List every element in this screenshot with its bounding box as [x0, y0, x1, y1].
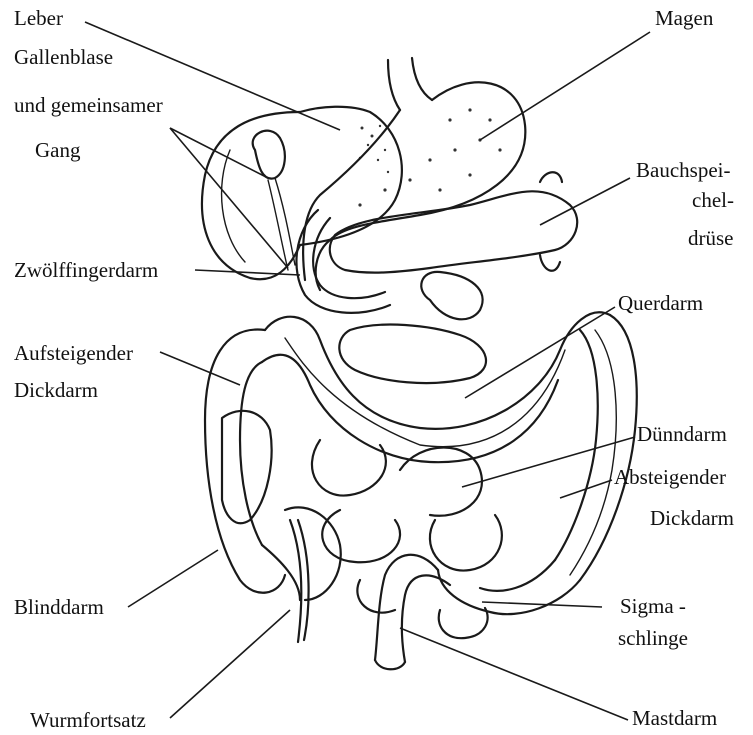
leader-mastdarm — [400, 628, 628, 720]
label-absteigender-dickdarm: Dickdarm — [650, 508, 734, 529]
leader-duenndarm — [462, 437, 635, 487]
label-schlinge: schlinge — [618, 628, 688, 649]
label-gang-line2: Gang — [35, 140, 81, 161]
leader-gang-1 — [170, 128, 268, 178]
label-bauchspeichel-2: chel- — [692, 190, 734, 211]
label-querdarm: Querdarm — [618, 293, 703, 314]
liver-drawing — [202, 107, 402, 280]
pancreas-drawing — [330, 172, 577, 272]
sigmoid-rectum-drawing — [375, 555, 580, 669]
leader-blinddarm — [128, 550, 218, 607]
leader-zwoelffingerdarm — [195, 270, 300, 275]
label-bauchspeichel-1: Bauchspei- — [636, 160, 730, 181]
label-gang-line1: und gemeinsamer — [14, 95, 163, 116]
leader-bauchspeicheldruese — [540, 178, 630, 225]
label-magen: Magen — [655, 8, 713, 29]
label-aufsteigender: Aufsteigender — [14, 343, 133, 364]
label-duenndarm: Dünndarm — [637, 424, 727, 445]
leader-magen — [480, 32, 650, 140]
label-gallenblase: Gallenblase — [14, 47, 113, 68]
leader-gang-2 — [170, 128, 288, 268]
label-leber: Leber — [14, 8, 63, 29]
leader-aufsteigender-dickdarm — [160, 352, 240, 385]
gallbladder-drawing — [253, 131, 295, 270]
leader-absteigender-dickdarm — [560, 480, 612, 498]
label-mastdarm: Mastdarm — [632, 708, 717, 729]
duodenum-drawing — [296, 210, 390, 313]
label-sigma: Sigma - — [620, 596, 686, 617]
label-wurmfortsatz: Wurmfortsatz — [30, 710, 146, 731]
transverse-colon-drawing — [262, 312, 610, 462]
leader-wurmfortsatz — [170, 610, 290, 718]
leader-lines — [85, 22, 650, 720]
label-bauchspeichel-3: drüse — [688, 228, 734, 249]
label-aufsteigender-dickdarm: Dickdarm — [14, 380, 98, 401]
cecum-appendix-drawing — [262, 507, 341, 642]
label-zwoelffingerdarm: Zwölffingerdarm — [14, 260, 158, 281]
label-absteigender: Absteigender — [614, 467, 726, 488]
stomach-drawing — [303, 58, 525, 290]
label-blinddarm: Blinddarm — [14, 597, 104, 618]
